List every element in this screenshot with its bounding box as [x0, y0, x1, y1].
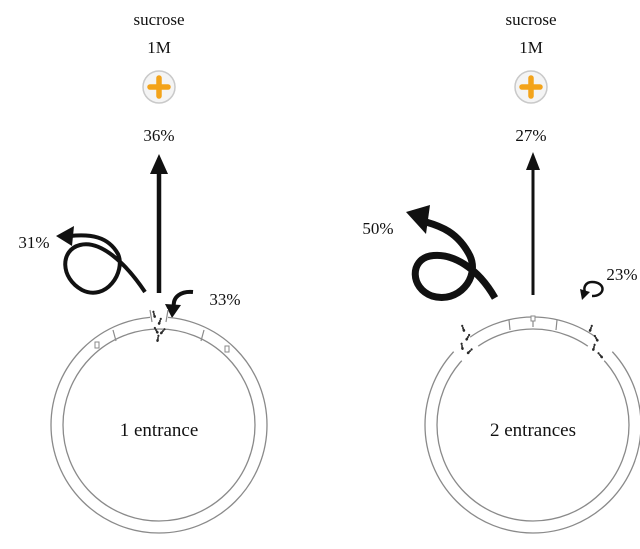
right-food-label-line2: 1M: [519, 38, 543, 57]
left-nest: 1 entrance: [50, 309, 268, 534]
right-explore-arrow: [406, 205, 499, 301]
left-return-percent: 33%: [209, 290, 240, 309]
right-food-plus-icon: [514, 70, 548, 104]
left-return-arrow: [165, 289, 194, 318]
left-explore-arrow: [56, 226, 147, 295]
left-food-plus-icon: [142, 70, 176, 104]
right-food-arrow: [526, 152, 540, 295]
right-food-percent: 27%: [515, 126, 546, 145]
left-nest-label: 1 entrance: [120, 420, 199, 441]
right-nest-label: 2 entrances: [490, 420, 576, 441]
right-food-label-line1: sucrose: [506, 10, 557, 29]
left-food-arrow: [150, 154, 168, 293]
right-explore-percent: 50%: [362, 219, 393, 238]
right-return-percent: 23%: [606, 265, 637, 284]
right-panel: sucrose 1M 27% 50% 23%: [362, 10, 640, 534]
left-explore-percent: 31%: [18, 233, 49, 252]
right-nest: 2 entrances: [424, 315, 640, 534]
left-food-percent: 36%: [143, 126, 174, 145]
left-food-label-line1: sucrose: [134, 10, 185, 29]
left-panel: sucrose 1M 36% 31% 33%: [18, 10, 268, 534]
right-return-arrow: [580, 280, 604, 300]
left-food-label-line2: 1M: [147, 38, 171, 57]
